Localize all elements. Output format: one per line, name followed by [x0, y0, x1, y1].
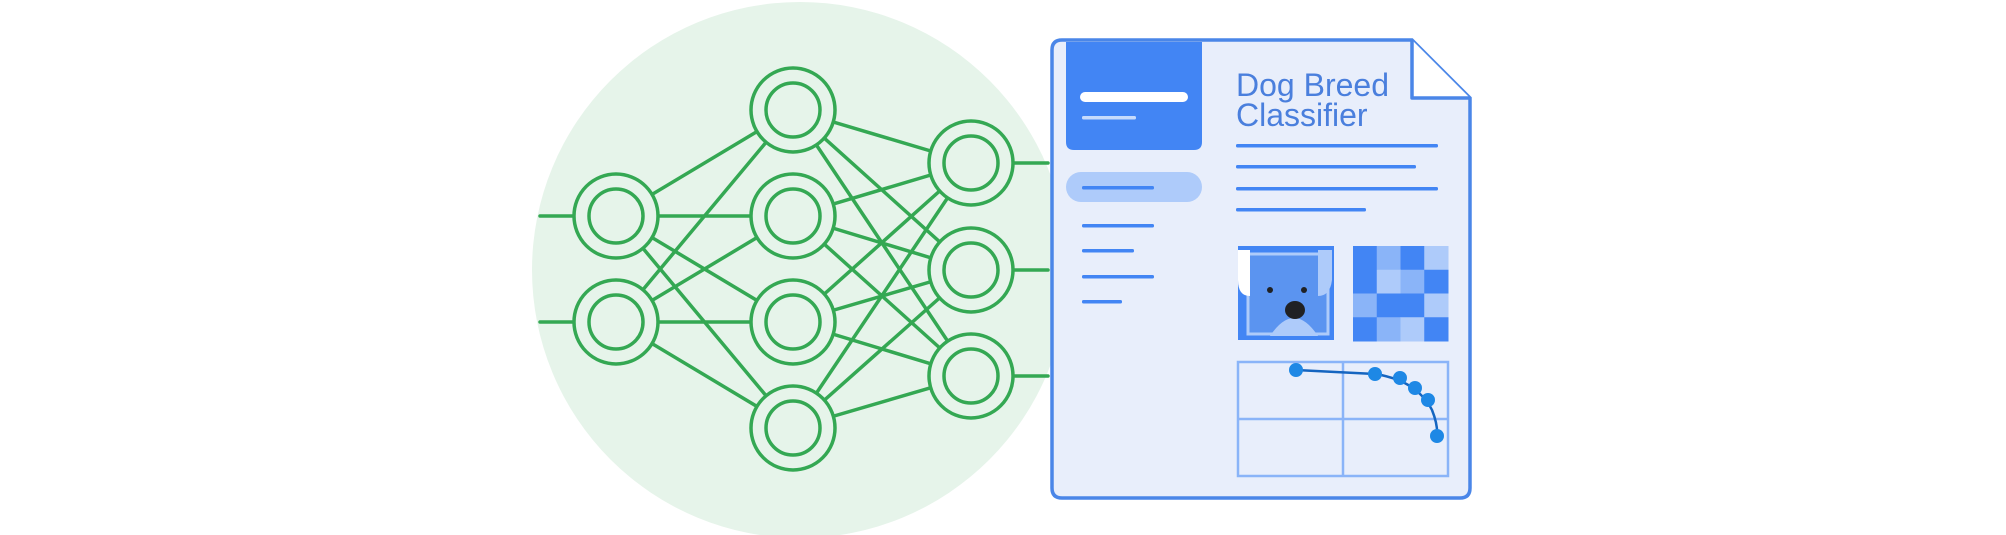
checker-cell	[1376, 246, 1401, 271]
neural-network-icon	[538, 66, 1050, 472]
network-node	[749, 66, 837, 154]
doc-text-line	[1236, 165, 1416, 169]
checker-cell	[1400, 317, 1425, 342]
doc-text-line	[1236, 208, 1366, 212]
network-connection	[791, 161, 973, 430]
doc-sidebar-header-subline	[1082, 116, 1136, 120]
background-circle	[532, 2, 1068, 535]
checker-cell	[1424, 269, 1449, 294]
network-node	[927, 332, 1015, 420]
doc-title-line-2: Classifier	[1236, 97, 1368, 133]
network-node	[927, 119, 1015, 207]
network-node	[572, 172, 660, 260]
doc-title-line-1: Dog Breed	[1236, 67, 1389, 103]
checker-cell	[1424, 246, 1449, 271]
checker-cell	[1353, 293, 1378, 318]
network-node	[749, 278, 837, 366]
doc-nav-item	[1082, 249, 1134, 253]
doc-nav-list	[1082, 224, 1154, 304]
doc-nav-item	[1082, 275, 1154, 279]
checker-cell	[1400, 293, 1425, 318]
checker-cell	[1376, 293, 1401, 318]
network-node	[749, 384, 837, 472]
line-chart-icon	[1236, 360, 1450, 478]
doc-nav-item	[1082, 300, 1122, 304]
checker-grid-icon	[1353, 246, 1449, 342]
checker-cell	[1400, 269, 1425, 294]
network-nodes	[572, 66, 1015, 472]
checker-cell	[1353, 269, 1378, 294]
doc-sidebar-header-line	[1080, 92, 1188, 102]
checker-cell	[1376, 317, 1401, 342]
doc-text-line	[1236, 144, 1438, 148]
network-node	[927, 226, 1015, 314]
checker-cell	[1400, 246, 1425, 271]
checker-cell	[1353, 246, 1378, 271]
doc-text-line	[1236, 187, 1438, 191]
checker-cell	[1376, 269, 1401, 294]
doc-nav-selected-line	[1082, 186, 1154, 190]
doc-text-lines	[1236, 144, 1438, 212]
network-connection	[614, 108, 795, 324]
document-fold	[1410, 40, 1470, 100]
doc-nav-item	[1082, 224, 1154, 228]
network-node	[572, 278, 660, 366]
document-page-icon: Dog Breed Classifier	[1050, 38, 1472, 500]
dog-face-icon	[1238, 246, 1334, 340]
network-node	[749, 172, 837, 260]
checker-cell	[1353, 317, 1378, 342]
checker-cell	[1424, 317, 1449, 342]
checker-cell	[1424, 293, 1449, 318]
